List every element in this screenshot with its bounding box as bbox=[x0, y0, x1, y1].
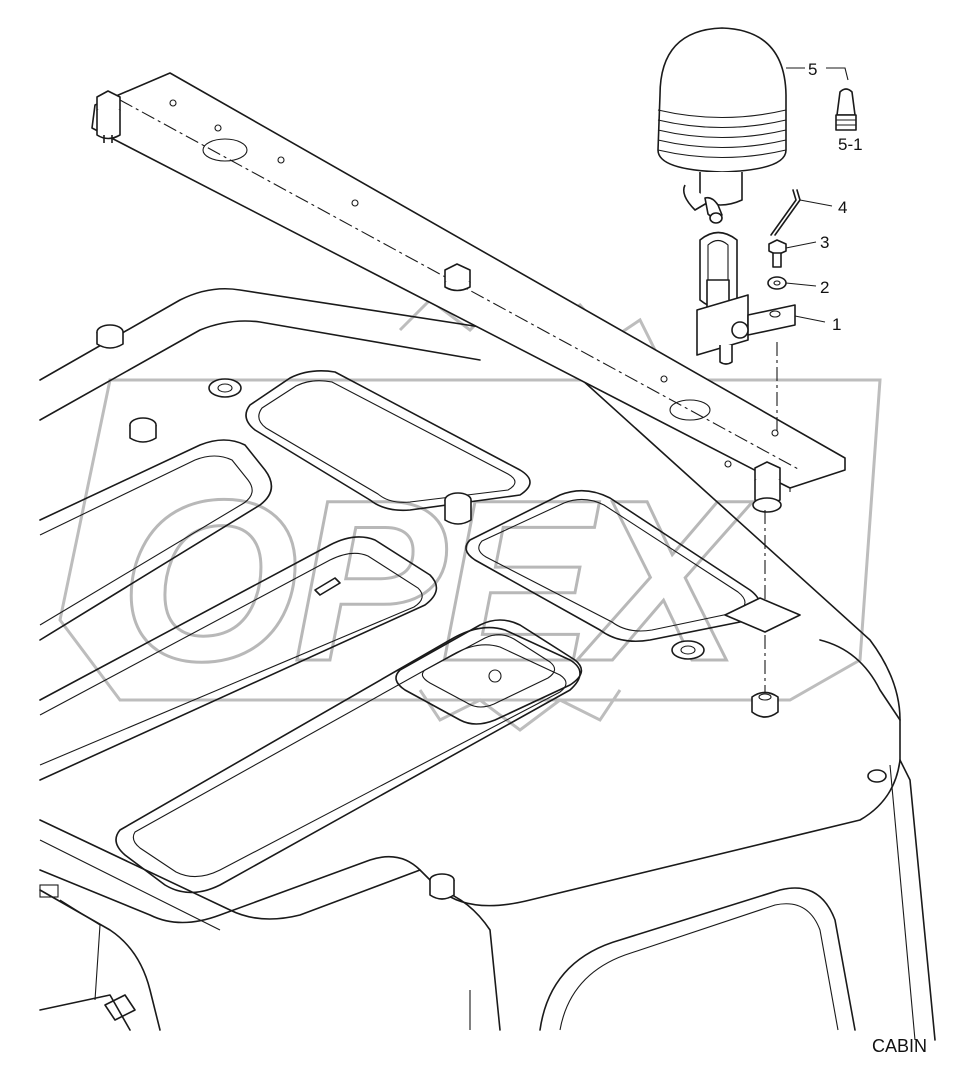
washer bbox=[767, 276, 787, 290]
bolt bbox=[768, 239, 787, 268]
callout-3: 3 bbox=[820, 233, 829, 252]
callout-2: 2 bbox=[820, 278, 829, 297]
beacon-mount-post bbox=[699, 231, 738, 311]
cabin-roof bbox=[39, 287, 936, 1041]
bulb bbox=[835, 88, 857, 131]
watermark-text: OPEX bbox=[120, 452, 753, 709]
section-caption: CABIN bbox=[872, 1036, 927, 1056]
callout-4: 4 bbox=[838, 198, 847, 217]
callout-5: 5 bbox=[808, 60, 817, 79]
beacon-lamp bbox=[657, 27, 787, 224]
callout-5-1: 5-1 bbox=[838, 135, 863, 154]
leader-lines bbox=[785, 67, 849, 323]
mounting-plate bbox=[91, 72, 846, 718]
callout-1: 1 bbox=[832, 315, 841, 334]
lock-pin bbox=[770, 189, 801, 236]
mounting-bracket bbox=[696, 294, 796, 365]
opex-watermark: OPEX bbox=[58, 298, 882, 732]
